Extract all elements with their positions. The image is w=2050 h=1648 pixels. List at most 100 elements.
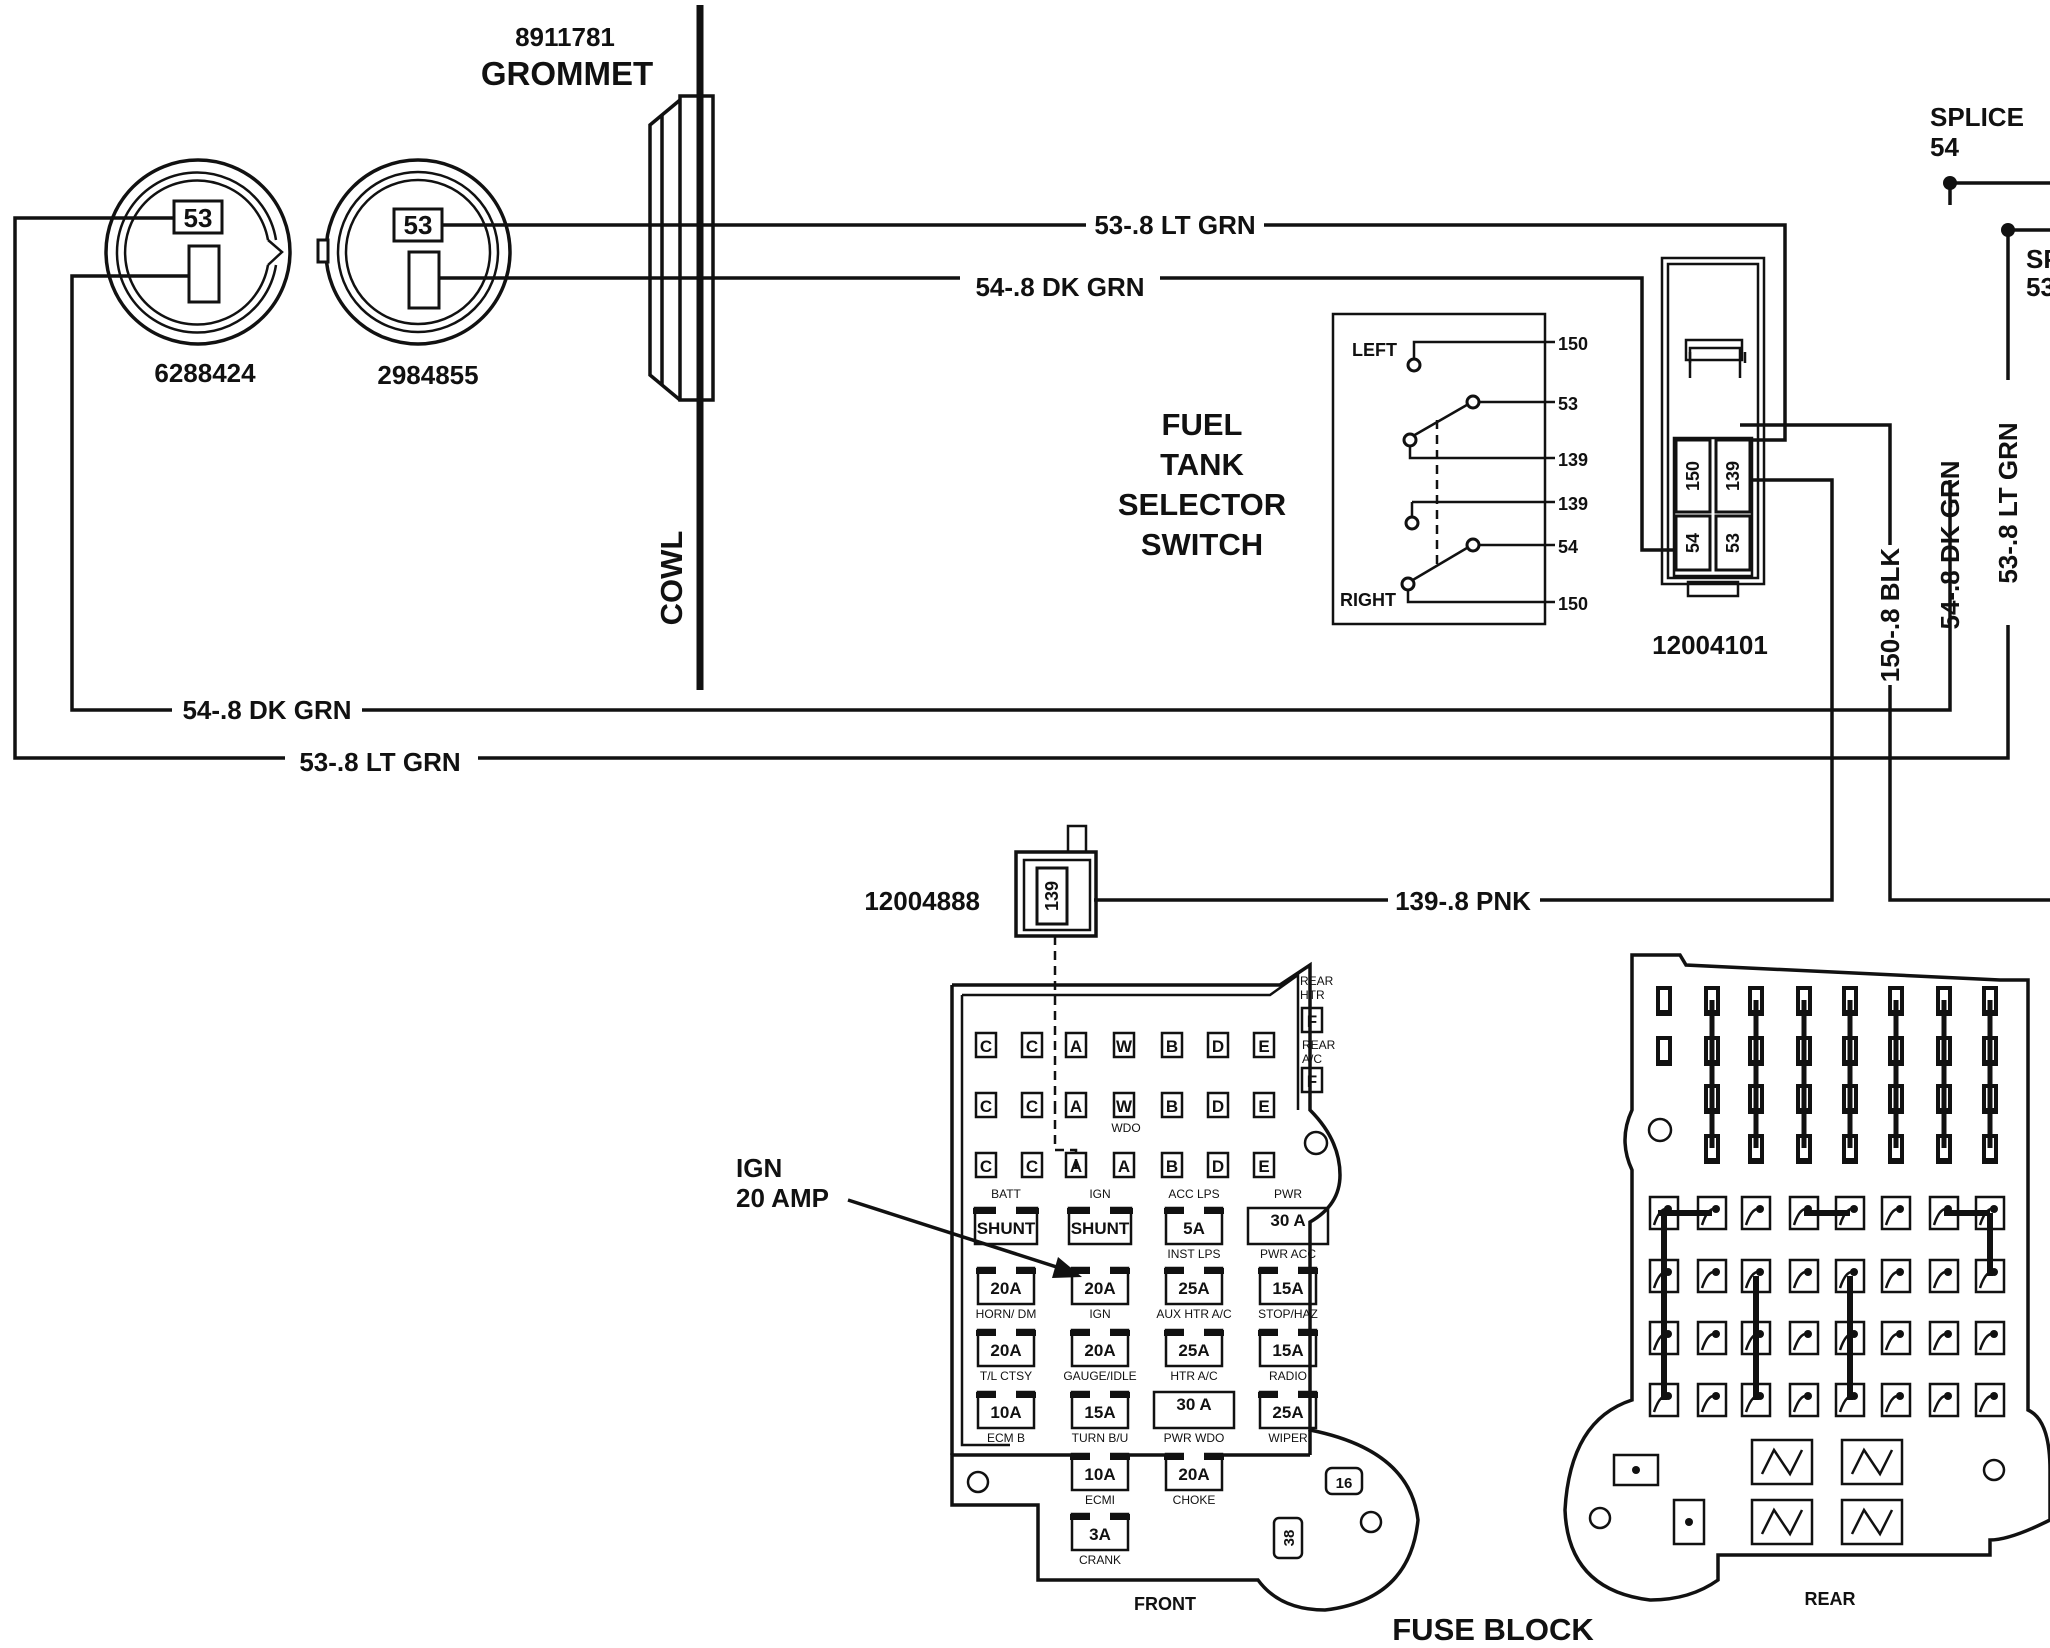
fuse-slot-box xyxy=(1064,1091,1088,1119)
switch-title-line-3: SELECTOR xyxy=(1118,487,1286,522)
fuse: 20A GAUGE/IDLE xyxy=(1063,1328,1137,1383)
wire-label-pnk: 139-.8 PNK xyxy=(1395,886,1531,916)
rear-relay xyxy=(1840,1438,1904,1486)
fuse-value: 20A xyxy=(990,1279,1021,1298)
rear-fuse-cell xyxy=(1880,1258,1912,1294)
fuse-slot-letter: A xyxy=(1118,1157,1130,1176)
fuse-slot-letter: A xyxy=(1070,1157,1082,1176)
ign-callout-line-2: 20 AMP xyxy=(736,1183,829,1213)
rear-htr-line-2: HTR xyxy=(1300,988,1325,1002)
fuse-slot-box xyxy=(1020,1091,1044,1119)
wire-label-blk: 150-.8 BLK xyxy=(1875,548,1905,683)
wire-label-right-dk-grn: 54-.8 DK GRN xyxy=(1935,460,1965,629)
fuse-value: 20A xyxy=(1084,1341,1115,1360)
fuse-slot-box xyxy=(1252,1091,1276,1119)
fuse-slot-box xyxy=(1160,1031,1184,1059)
wire-label-top-lt-grn: 53-.8 LT GRN xyxy=(1094,210,1255,240)
fuse-slot-box xyxy=(1112,1151,1136,1179)
fuse-bottom-label: HTR A/C xyxy=(1170,1369,1218,1383)
switch-terminal-6: 150 xyxy=(1558,594,1588,614)
fuse-slot-box xyxy=(1020,1031,1044,1059)
cowl-label: COWL xyxy=(654,531,689,626)
fuse-slot-box xyxy=(1064,1151,1088,1179)
grommet-part-number: 8911781 xyxy=(515,22,615,52)
switch-title-line-4: SWITCH xyxy=(1141,527,1263,562)
mid-connector-pin: 53 xyxy=(404,210,433,240)
fuse-bottom-label: RADIO xyxy=(1269,1369,1307,1383)
fuse-bottom-label: PWR WDO xyxy=(1164,1431,1225,1445)
fuse-top-label: BATT xyxy=(991,1187,1021,1201)
fuse-top-label: PWR xyxy=(1274,1187,1302,1201)
fuse-slot-letter: D xyxy=(1212,1037,1224,1056)
switch-connector-pin-150: 150 xyxy=(1683,461,1703,491)
fuse-value: 15A xyxy=(1272,1279,1303,1298)
fuse-value: 25A xyxy=(1272,1403,1303,1422)
fuse-slot-letter: C xyxy=(1026,1157,1038,1176)
fuse-slot-box xyxy=(1112,1091,1136,1119)
fuse-bottom-label: GAUGE/IDLE xyxy=(1063,1369,1136,1383)
fuse-value: 15A xyxy=(1272,1341,1303,1360)
fuse-slot-letter: A xyxy=(1070,1097,1082,1116)
ign-callout-arrow xyxy=(847,1198,1082,1278)
rear-ac-line-2: A/C xyxy=(1302,1052,1322,1066)
rear-relay xyxy=(1840,1498,1904,1546)
grommet: 8911781 GROMMET xyxy=(481,5,715,690)
switch-terminal-3: 139 xyxy=(1558,450,1588,470)
tab-38: 38 xyxy=(1281,1530,1298,1547)
ign-connector-part: 12004888 xyxy=(864,886,980,916)
fuse-slot-box xyxy=(974,1031,998,1059)
fuse-slot-box xyxy=(974,1151,998,1179)
rear-relay xyxy=(1750,1498,1814,1546)
fuse-value: 15A xyxy=(1084,1403,1115,1422)
left-connector-pin: 53 xyxy=(184,203,213,233)
rear-fuse-cell xyxy=(1928,1320,1960,1356)
fuse-slot-letter: C xyxy=(1026,1097,1038,1116)
switch-connector-pin-139: 139 xyxy=(1723,461,1743,491)
fuse-slot-letter: C xyxy=(1026,1037,1038,1056)
fuse-slot-letter: E xyxy=(1258,1157,1269,1176)
switch-terminal-2: 53 xyxy=(1558,394,1578,414)
rear-fuse-cell xyxy=(1880,1320,1912,1356)
wire-label-right-lt-grn: 53-.8 LT GRN xyxy=(1993,422,2023,583)
fuse-slot-letter: B xyxy=(1166,1097,1178,1116)
fuse-slot-letter: C xyxy=(980,1037,992,1056)
fuse-value: 10A xyxy=(990,1403,1021,1422)
fuse: 15A RADIO xyxy=(1258,1328,1318,1383)
switch-title-line-1: FUEL xyxy=(1162,407,1243,442)
rear-ac-line-1: REAR xyxy=(1302,1038,1336,1052)
switch-connector: 150 139 54 53 12004101 xyxy=(1652,256,1768,660)
tab-16: 16 xyxy=(1336,1475,1353,1492)
rear-fuse-cell xyxy=(1928,1382,1960,1418)
fuse-bottom-label: IGN xyxy=(1089,1307,1110,1321)
fuse-slot-letter: E xyxy=(1258,1037,1269,1056)
rear-fuse-cell xyxy=(1696,1320,1728,1356)
rear-fuse-cell xyxy=(1788,1258,1820,1294)
rear-fuse-cell xyxy=(1788,1320,1820,1356)
fuse-value: 20A xyxy=(990,1341,1021,1360)
fuse-slot-box xyxy=(1020,1151,1044,1179)
ign-connector-pin: 139 xyxy=(1042,881,1062,911)
fuel-tank-selector-switch: FUEL TANK SELECTOR SWITCH LEFT RIGHT 150… xyxy=(1118,312,1588,626)
fuse-slot-letter: B xyxy=(1166,1157,1178,1176)
fuse-slot-box xyxy=(1112,1031,1136,1059)
rear-fuse-cell xyxy=(1974,1320,2006,1356)
rear-fuse-cell xyxy=(1696,1382,1728,1418)
rear-fuse-cell xyxy=(1880,1382,1912,1418)
fuse-slot-letter: W xyxy=(1116,1037,1133,1056)
fuse-slot-box xyxy=(1064,1031,1088,1059)
fuse-value: 20A xyxy=(1084,1279,1115,1298)
rear-fuse-cell xyxy=(1788,1382,1820,1418)
rear-label: REAR xyxy=(1804,1589,1855,1609)
fuse-value: 20A xyxy=(1178,1465,1209,1484)
